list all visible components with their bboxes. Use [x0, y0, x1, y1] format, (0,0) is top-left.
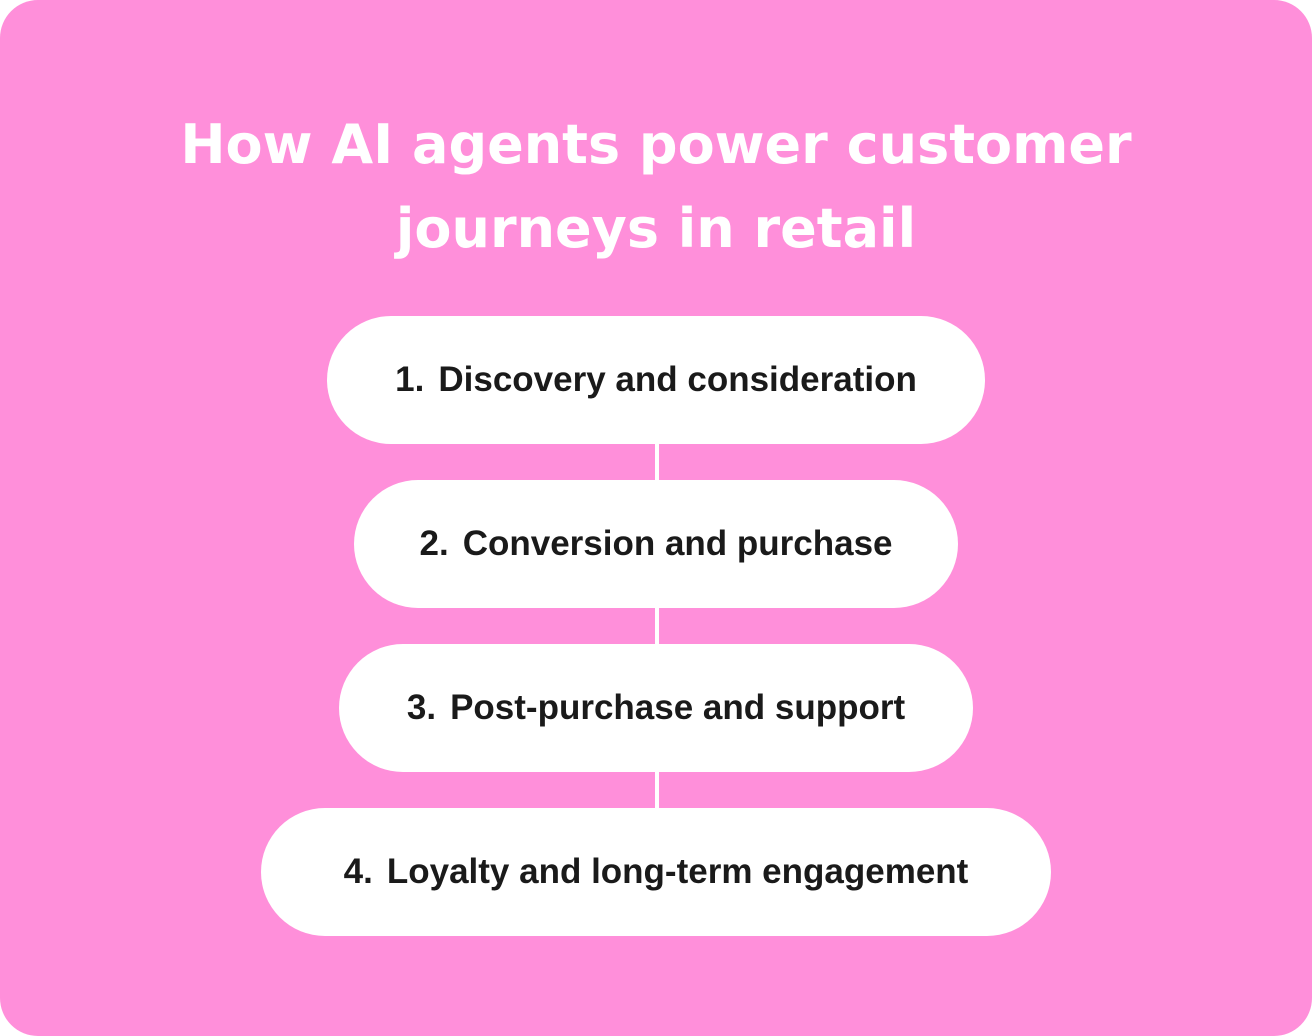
- step-number: 2.: [419, 524, 449, 563]
- step-label: Post-purchase and support: [450, 688, 906, 727]
- connector-line: [655, 608, 659, 644]
- step-label: Conversion and purchase: [462, 524, 893, 563]
- step-1: 1. Discovery and consideration: [327, 316, 985, 444]
- step-4: 4. Loyalty and long-term engagement: [261, 808, 1051, 936]
- title-line-1: How AI agents power customer: [180, 113, 1132, 176]
- step-3: 3. Post-purchase and support: [339, 644, 973, 772]
- title-line-2: journeys in retail: [395, 197, 917, 260]
- step-label: Loyalty and long-term engagement: [386, 852, 969, 891]
- diagram-title: How AI agents power customer journeys in…: [0, 103, 1312, 271]
- connector-line: [655, 772, 659, 808]
- step-number: 3.: [406, 688, 437, 727]
- step-label: Discovery and consideration: [438, 360, 917, 399]
- step-number: 1.: [395, 360, 425, 399]
- step-number: 4.: [343, 852, 373, 891]
- connector-line: [655, 444, 659, 480]
- step-2: 2. Conversion and purchase: [354, 480, 958, 608]
